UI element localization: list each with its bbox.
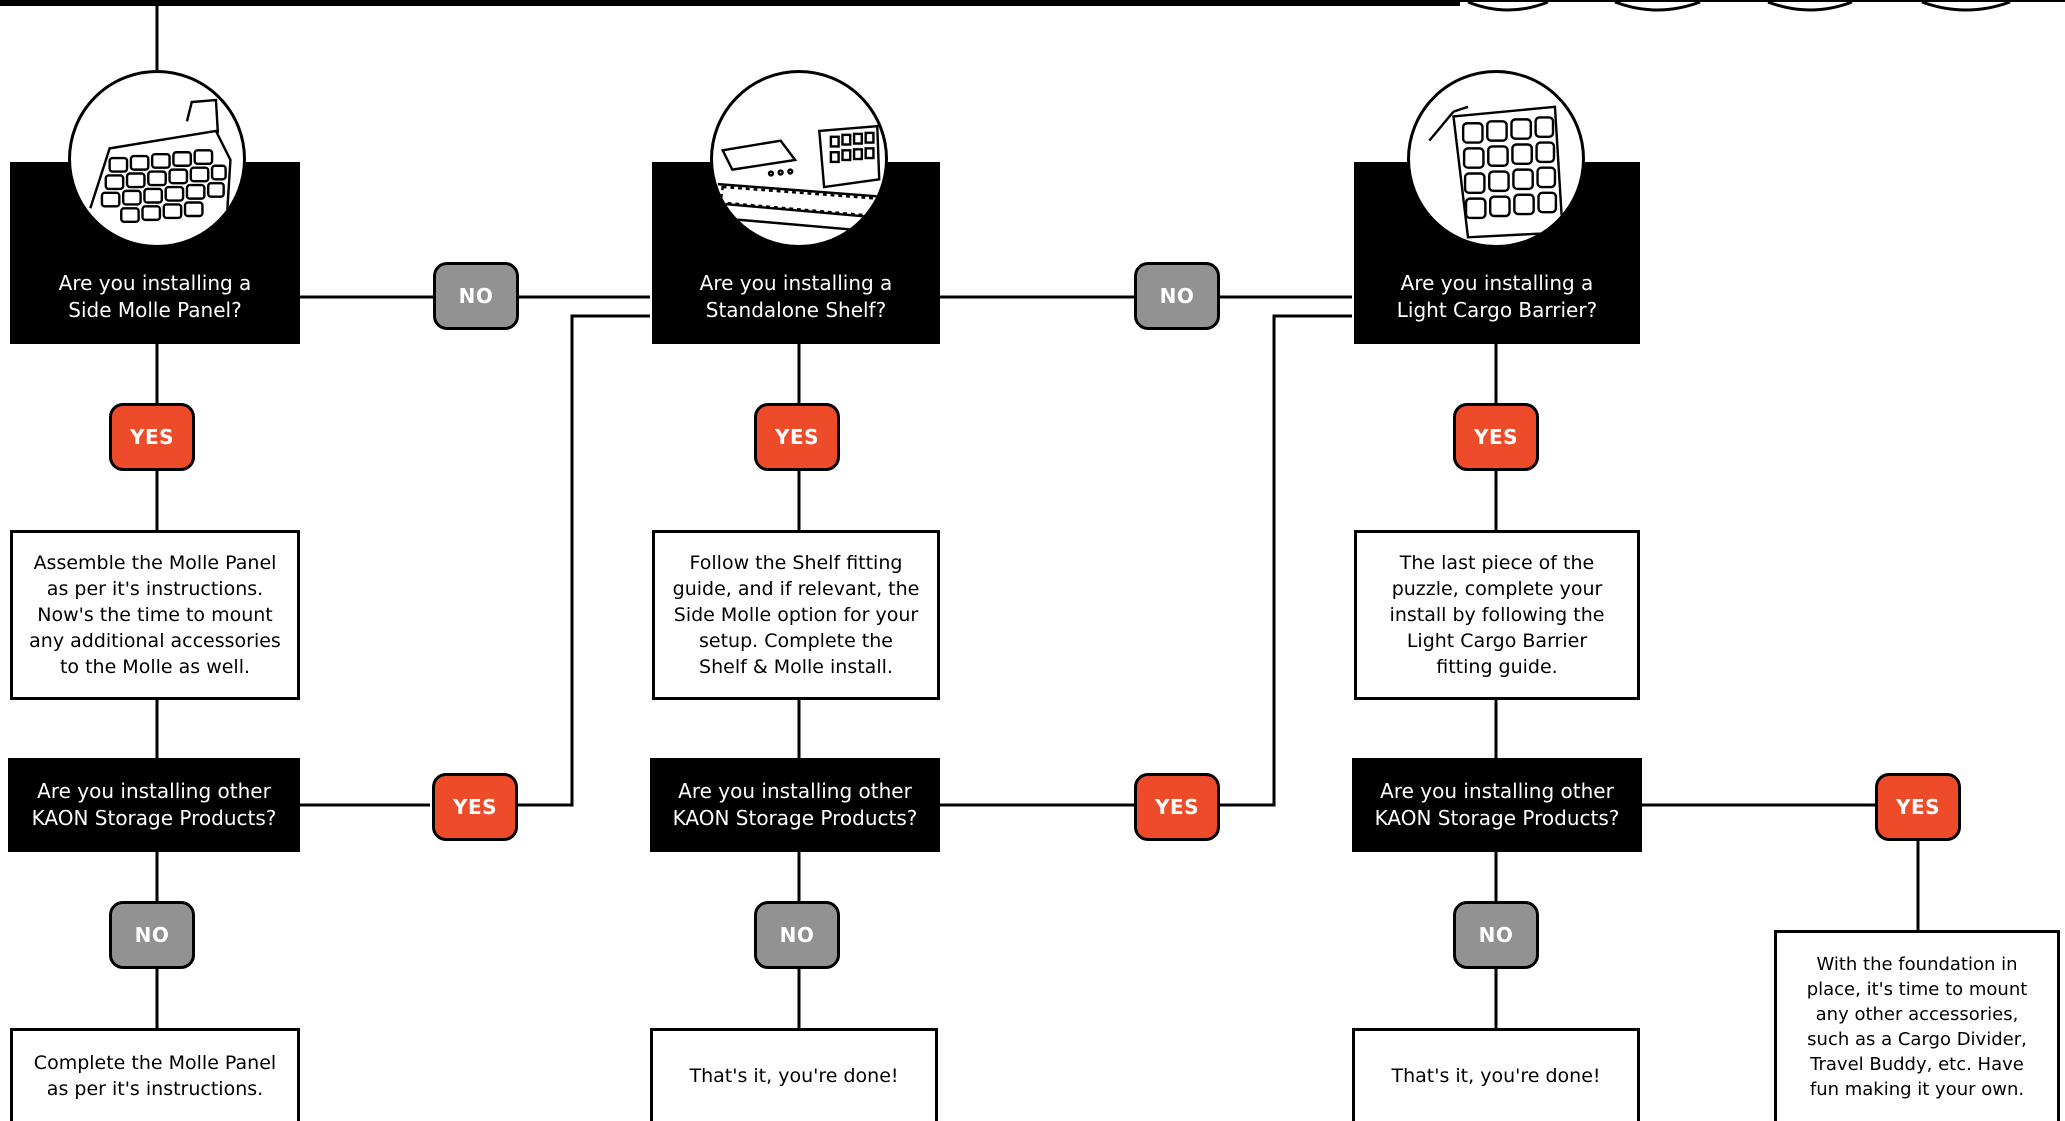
yes-badge-other-products-3: YES [1875, 773, 1961, 841]
step-assemble-molle-panel: Assemble the Molle Panel as per it's ins… [10, 530, 300, 700]
yes-badge-light-cargo-barrier: YES [1453, 403, 1539, 471]
step-follow-shelf-guide: Follow the Shelf fitting guide, and if r… [652, 530, 940, 700]
no-badge-other-products-3: NO [1453, 901, 1539, 969]
yes-badge-other-products-1: YES [432, 773, 518, 841]
no-badge-other-products-2: NO [754, 901, 840, 969]
final-accessories-step: With the foundation in place, it's time … [1774, 930, 2060, 1121]
no-badge-side-molle: NO [433, 262, 519, 330]
question-standalone-shelf: Are you installing a Standalone Shelf? [652, 162, 940, 344]
question-other-products-3: Are you installing other KAON Storage Pr… [1352, 758, 1642, 852]
light-cargo-barrier-icon [1407, 70, 1585, 248]
question-other-products-2: Are you installing other KAON Storage Pr… [650, 758, 940, 852]
question-side-molle-panel-text: Are you installing a Side Molle Panel? [58, 271, 252, 322]
yes-badge-side-molle: YES [109, 403, 195, 471]
end-complete-molle-panel: Complete the Molle Panel as per it's ins… [10, 1028, 300, 1121]
no-badge-other-products-1: NO [109, 901, 195, 969]
yes-badge-standalone-shelf: YES [754, 403, 840, 471]
end-done-2: That's it, you're done! [650, 1028, 938, 1121]
step-light-cargo-barrier: The last piece of the puzzle, complete y… [1354, 530, 1640, 700]
side-molle-panel-icon [68, 70, 246, 248]
question-other-products-1: Are you installing other KAON Storage Pr… [8, 758, 300, 852]
yes-badge-other-products-2: YES [1134, 773, 1220, 841]
standalone-shelf-icon [710, 70, 888, 248]
end-done-3: That's it, you're done! [1352, 1028, 1640, 1121]
no-badge-standalone-shelf: NO [1134, 262, 1220, 330]
